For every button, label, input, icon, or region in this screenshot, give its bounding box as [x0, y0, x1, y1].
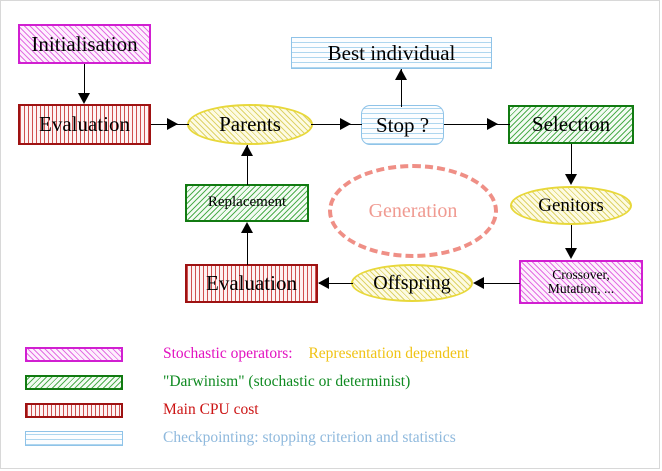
- arrowhead-initialisation-to-evaluation: [78, 93, 90, 104]
- edge-crossover-to-offspring: [475, 283, 520, 284]
- node-parents-label: Parents: [219, 112, 281, 137]
- node-stop: Stop ?: [361, 105, 444, 145]
- node-replacement-label: Replacement: [207, 194, 287, 211]
- legend-row-checkpointing: Checkpointing: stopping criterion and st…: [25, 427, 456, 449]
- node-replacement: Replacement: [185, 184, 309, 222]
- legend-label-representation-dependent: Representation dependent: [308, 345, 469, 362]
- node-crossover-label-line2: Mutation, ...: [547, 281, 615, 296]
- edge-evaluation-to-replacement: [247, 225, 248, 265]
- legend-label-checkpointing: Checkpointing: stopping criterion and st…: [163, 429, 456, 446]
- legend-row-darwinism: "Darwinism" (stochastic or determinist): [25, 371, 410, 393]
- edge-selection-to-genitors: [571, 144, 572, 177]
- node-genitors: Genitors: [510, 186, 632, 225]
- legend-swatch-blue-horizontal: [25, 430, 123, 446]
- legend-label-stochastic-operators: Stochastic operators:: [163, 345, 293, 362]
- node-stop-label: Stop ?: [375, 112, 430, 137]
- legend-swatch-magenta-hatch: [25, 346, 123, 362]
- node-evaluation-top: Evaluation: [18, 104, 151, 145]
- node-evaluation-bottom-label: Evaluation: [206, 271, 297, 296]
- arrowhead-offspring-to-evaluation: [318, 277, 329, 289]
- arrowhead-crossover-to-offspring: [473, 277, 484, 289]
- node-genitors-label: Genitors: [538, 194, 604, 216]
- edge-replacement-to-parents: [247, 145, 248, 185]
- node-best-individual-label: Best individual: [327, 40, 456, 65]
- node-evaluation-top-label: Evaluation: [39, 112, 130, 137]
- arrowhead-parents-to-stop: [340, 118, 351, 130]
- legend-label-main-cpu-cost: Main CPU cost: [163, 401, 259, 418]
- edge-offspring-to-evaluation: [319, 283, 353, 284]
- arrowhead-evaluation-to-replacement: [241, 222, 253, 233]
- node-selection: Selection: [508, 105, 634, 144]
- node-crossover-label-line1: Crossover,: [552, 266, 610, 282]
- node-crossover-mutation: Crossover, Mutation, ...: [519, 260, 643, 304]
- node-offspring: Offspring: [351, 264, 473, 302]
- edge-stop-to-best-individual: [401, 69, 402, 107]
- arrowhead-genitors-to-crossover: [565, 248, 577, 259]
- node-best-individual: Best individual: [291, 37, 492, 69]
- arrowhead-evaluation-to-parents: [167, 118, 178, 130]
- legend-row-main-cpu-cost: Main CPU cost: [25, 399, 259, 421]
- node-selection-label: Selection: [531, 112, 611, 137]
- arrowhead-stop-to-best-individual: [395, 69, 407, 80]
- node-initialisation: Initialisation: [18, 24, 151, 64]
- node-generation: Generation: [328, 164, 498, 258]
- node-initialisation-label: Initialisation: [31, 31, 138, 56]
- node-offspring-label: Offspring: [373, 271, 451, 294]
- edge-genitors-to-crossover: [571, 225, 572, 250]
- legend-swatch-red-vertical: [25, 402, 123, 418]
- node-generation-label: Generation: [368, 199, 458, 222]
- edge-parents-to-stop: [311, 124, 362, 125]
- arrowhead-selection-to-genitors: [565, 174, 577, 185]
- legend-swatch-green-hatch: [25, 374, 123, 390]
- legend-row-stochastic-operators: Stochastic operators: Representation dep…: [25, 343, 469, 365]
- edge-stop-to-selection: [444, 124, 510, 125]
- node-parents: Parents: [187, 104, 313, 145]
- arrowhead-stop-to-selection: [487, 118, 498, 130]
- edge-initialisation-to-evaluation: [84, 64, 85, 96]
- node-evaluation-bottom: Evaluation: [185, 264, 318, 303]
- legend-label-darwinism: "Darwinism" (stochastic or determinist): [163, 373, 411, 390]
- arrowhead-replacement-to-parents: [241, 145, 253, 156]
